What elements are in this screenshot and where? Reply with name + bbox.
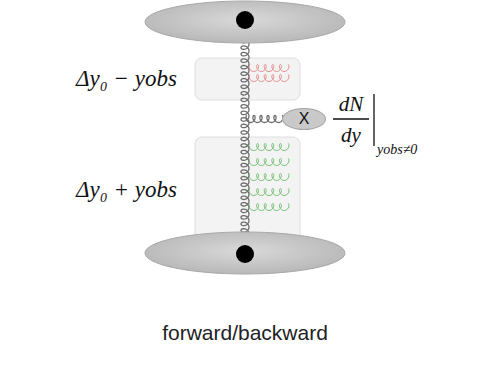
- gluon-rung: [249, 174, 289, 181]
- parton-dot: [236, 11, 254, 29]
- gluon-rung: [249, 75, 289, 82]
- emitted-gluon: [246, 116, 283, 123]
- evaluation-bar: [373, 94, 374, 146]
- rapidity-condition: yobs≠0: [377, 142, 417, 158]
- gluon-rungs: [249, 65, 289, 82]
- gluon-rung: [249, 204, 289, 211]
- gluon-rung: [249, 65, 289, 72]
- gluon-rung: [249, 144, 289, 151]
- region-box: Δy₀ + yobs: [195, 137, 300, 243]
- caption-text: forward/backward: [162, 321, 328, 345]
- numerator: dN: [339, 92, 364, 117]
- gluon-ladder: [241, 26, 249, 251]
- rapidity-interval: Δy₀ − yobs: [76, 66, 177, 92]
- proton: [145, 232, 345, 274]
- gluon-rung: [249, 159, 289, 166]
- rapidity-interval: Δy₀ + yobs: [76, 177, 177, 203]
- region-box: Δy₀ − yobs: [195, 58, 300, 100]
- gluon-rung: [249, 189, 289, 196]
- fraction-bar: [333, 118, 369, 119]
- denominator: dy: [341, 123, 361, 148]
- particle-label: X: [299, 110, 310, 128]
- proton: [145, 1, 345, 43]
- particle-oval: X: [282, 108, 326, 130]
- gluon-rungs: [249, 144, 289, 211]
- parton-dot: [236, 245, 254, 263]
